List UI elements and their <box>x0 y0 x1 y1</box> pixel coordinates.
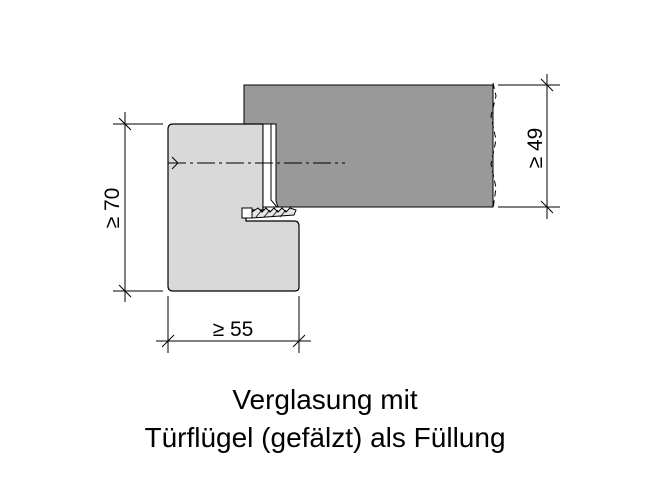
center-line-marker <box>171 156 179 170</box>
caption-line-2: Türflügel (gefälzt) als Füllung <box>144 422 506 453</box>
dimension-thickness-leaf-label: ≥ 49 <box>524 128 547 169</box>
caption-line-1: Verglasung mit <box>232 384 418 415</box>
dimension-thickness-leaf <box>498 74 560 219</box>
dimension-width-frame <box>156 296 311 353</box>
frame-section <box>167 123 300 292</box>
gasket <box>241 207 297 219</box>
rebate-strip <box>262 123 279 208</box>
dimension-height-frame <box>113 112 163 302</box>
leaf-break-line <box>490 82 497 210</box>
door-leaf-section <box>243 84 494 208</box>
dimension-height-frame-label: ≥ 70 <box>101 188 124 229</box>
dimension-width-frame-label: ≥ 55 <box>213 318 254 341</box>
